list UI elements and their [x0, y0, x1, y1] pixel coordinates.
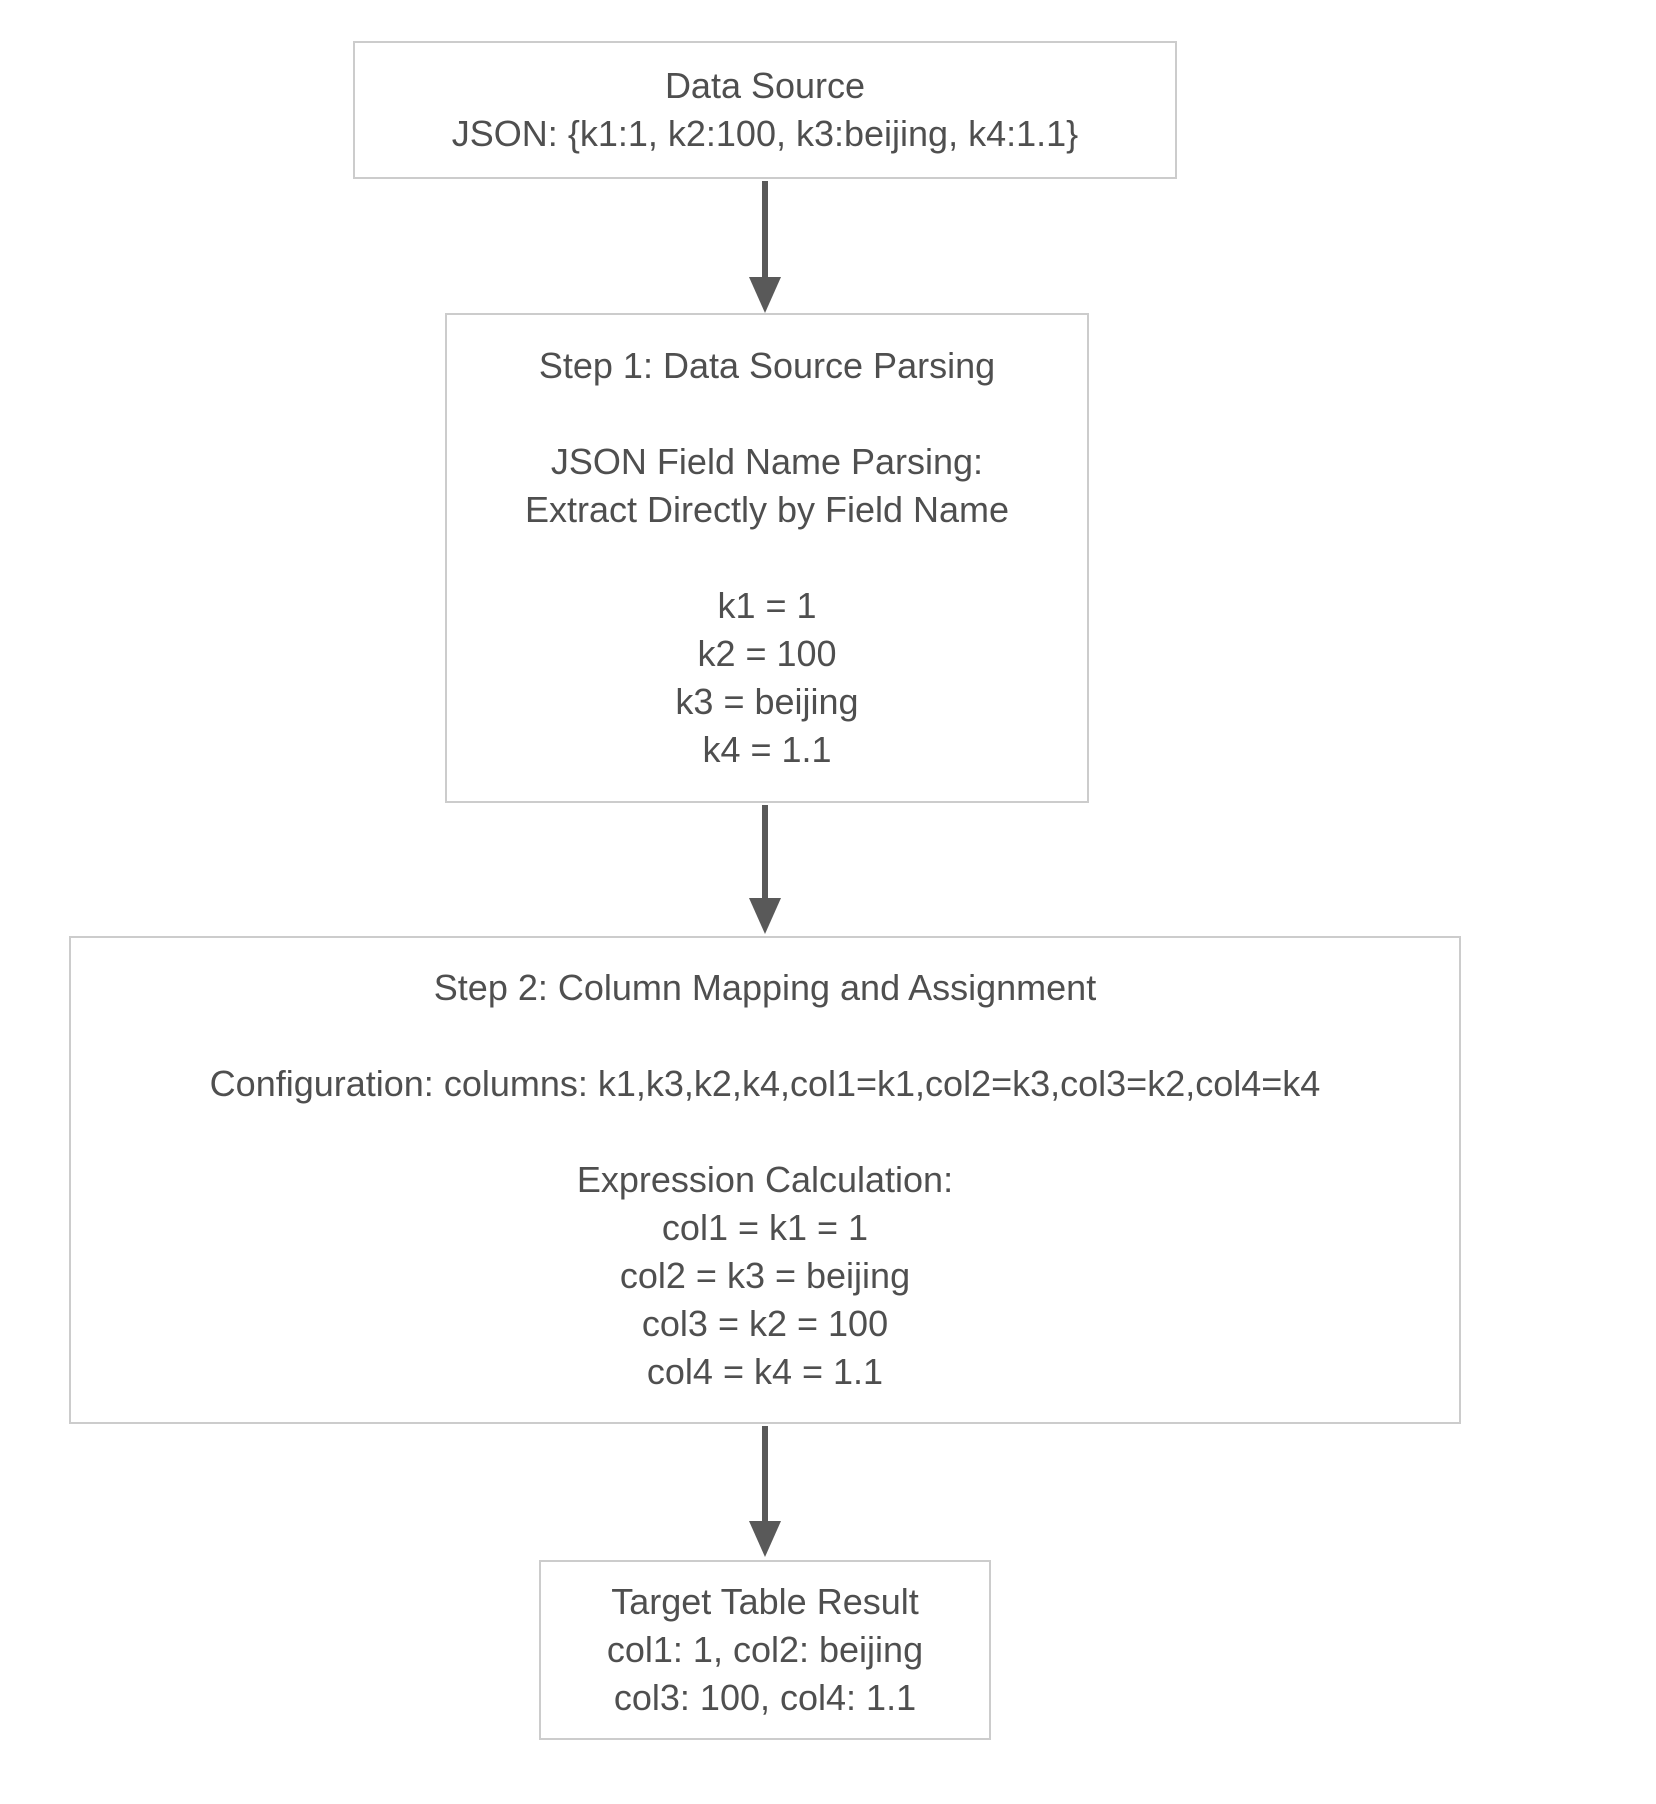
connector-arrow-shaft: [762, 805, 768, 899]
node-line: col3: 100, col4: 1.1: [613, 1677, 917, 1718]
node-line: col2 = k3 = beijing: [619, 1255, 911, 1296]
node-title: Target Table Result: [611, 1581, 919, 1622]
arrow-down-icon: [749, 1521, 781, 1557]
node-line: col1 = k1 = 1: [661, 1207, 869, 1248]
node-title: Step 1: Data Source Parsing: [538, 345, 996, 386]
node-line: k3 = beijing: [675, 681, 859, 722]
node-line: JSON: {k1:1, k2:100, k3:beijing, k4:1.1}: [451, 113, 1079, 154]
node-step2-column-mapping: Step 2: Column Mapping and Assignment Co…: [69, 936, 1461, 1424]
node-line: col3 = k2 = 100: [641, 1303, 889, 1344]
node-line: Configuration: columns: k1,k3,k2,k4,col1…: [209, 1063, 1321, 1104]
node-line: Extract Directly by Field Name: [524, 489, 1010, 530]
node-line: col4 = k4 = 1.1: [646, 1351, 884, 1392]
node-title: Data Source: [664, 65, 866, 106]
node-title: Step 2: Column Mapping and Assignment: [433, 967, 1097, 1008]
node-line: k4 = 1.1: [702, 729, 832, 770]
node-step1-data-source-parsing: Step 1: Data Source Parsing JSON Field N…: [445, 313, 1089, 803]
node-data-source: Data Source JSON: {k1:1, k2:100, k3:beij…: [353, 41, 1177, 179]
node-line: k1 = 1: [717, 585, 817, 626]
node-line: Expression Calculation:: [576, 1159, 954, 1200]
arrow-down-icon: [749, 898, 781, 934]
node-line: k2 = 100: [697, 633, 837, 674]
connector-arrow-shaft: [762, 1426, 768, 1522]
arrow-down-icon: [749, 277, 781, 313]
node-line: col1: 1, col2: beijing: [606, 1629, 924, 1670]
connector-arrow-shaft: [762, 181, 768, 277]
node-target-table-result: Target Table Result col1: 1, col2: beiji…: [539, 1560, 991, 1740]
node-line: JSON Field Name Parsing:: [550, 441, 984, 482]
